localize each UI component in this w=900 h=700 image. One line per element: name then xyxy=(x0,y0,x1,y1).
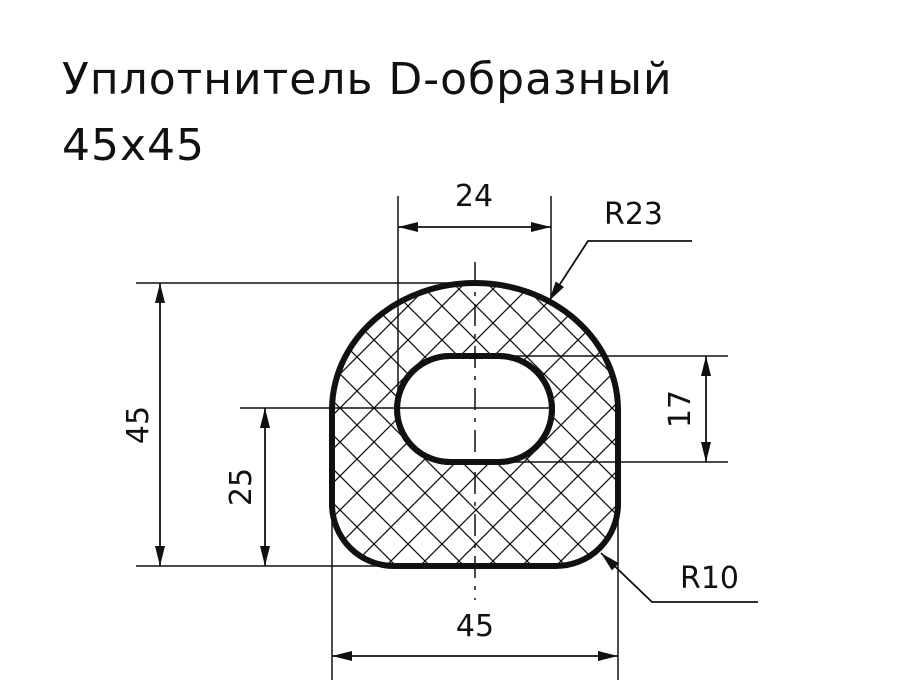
leader-r10 xyxy=(600,552,758,603)
drawing-size-label: 45x45 xyxy=(62,120,206,171)
radius-label-r10: R10 xyxy=(680,561,739,596)
extension-lines xyxy=(136,196,728,680)
dimension-label-width-45: 45 xyxy=(456,609,494,644)
drawing-title: Уплотнитель D-образный xyxy=(62,54,673,105)
leader-r23 xyxy=(548,240,692,302)
radius-label-r23: R23 xyxy=(604,197,663,232)
dimension-label-17: 17 xyxy=(663,390,698,428)
dimension-label-height-45: 45 xyxy=(121,406,156,444)
dimension-label-25: 25 xyxy=(224,468,259,506)
dimension-label-24: 24 xyxy=(455,179,493,214)
